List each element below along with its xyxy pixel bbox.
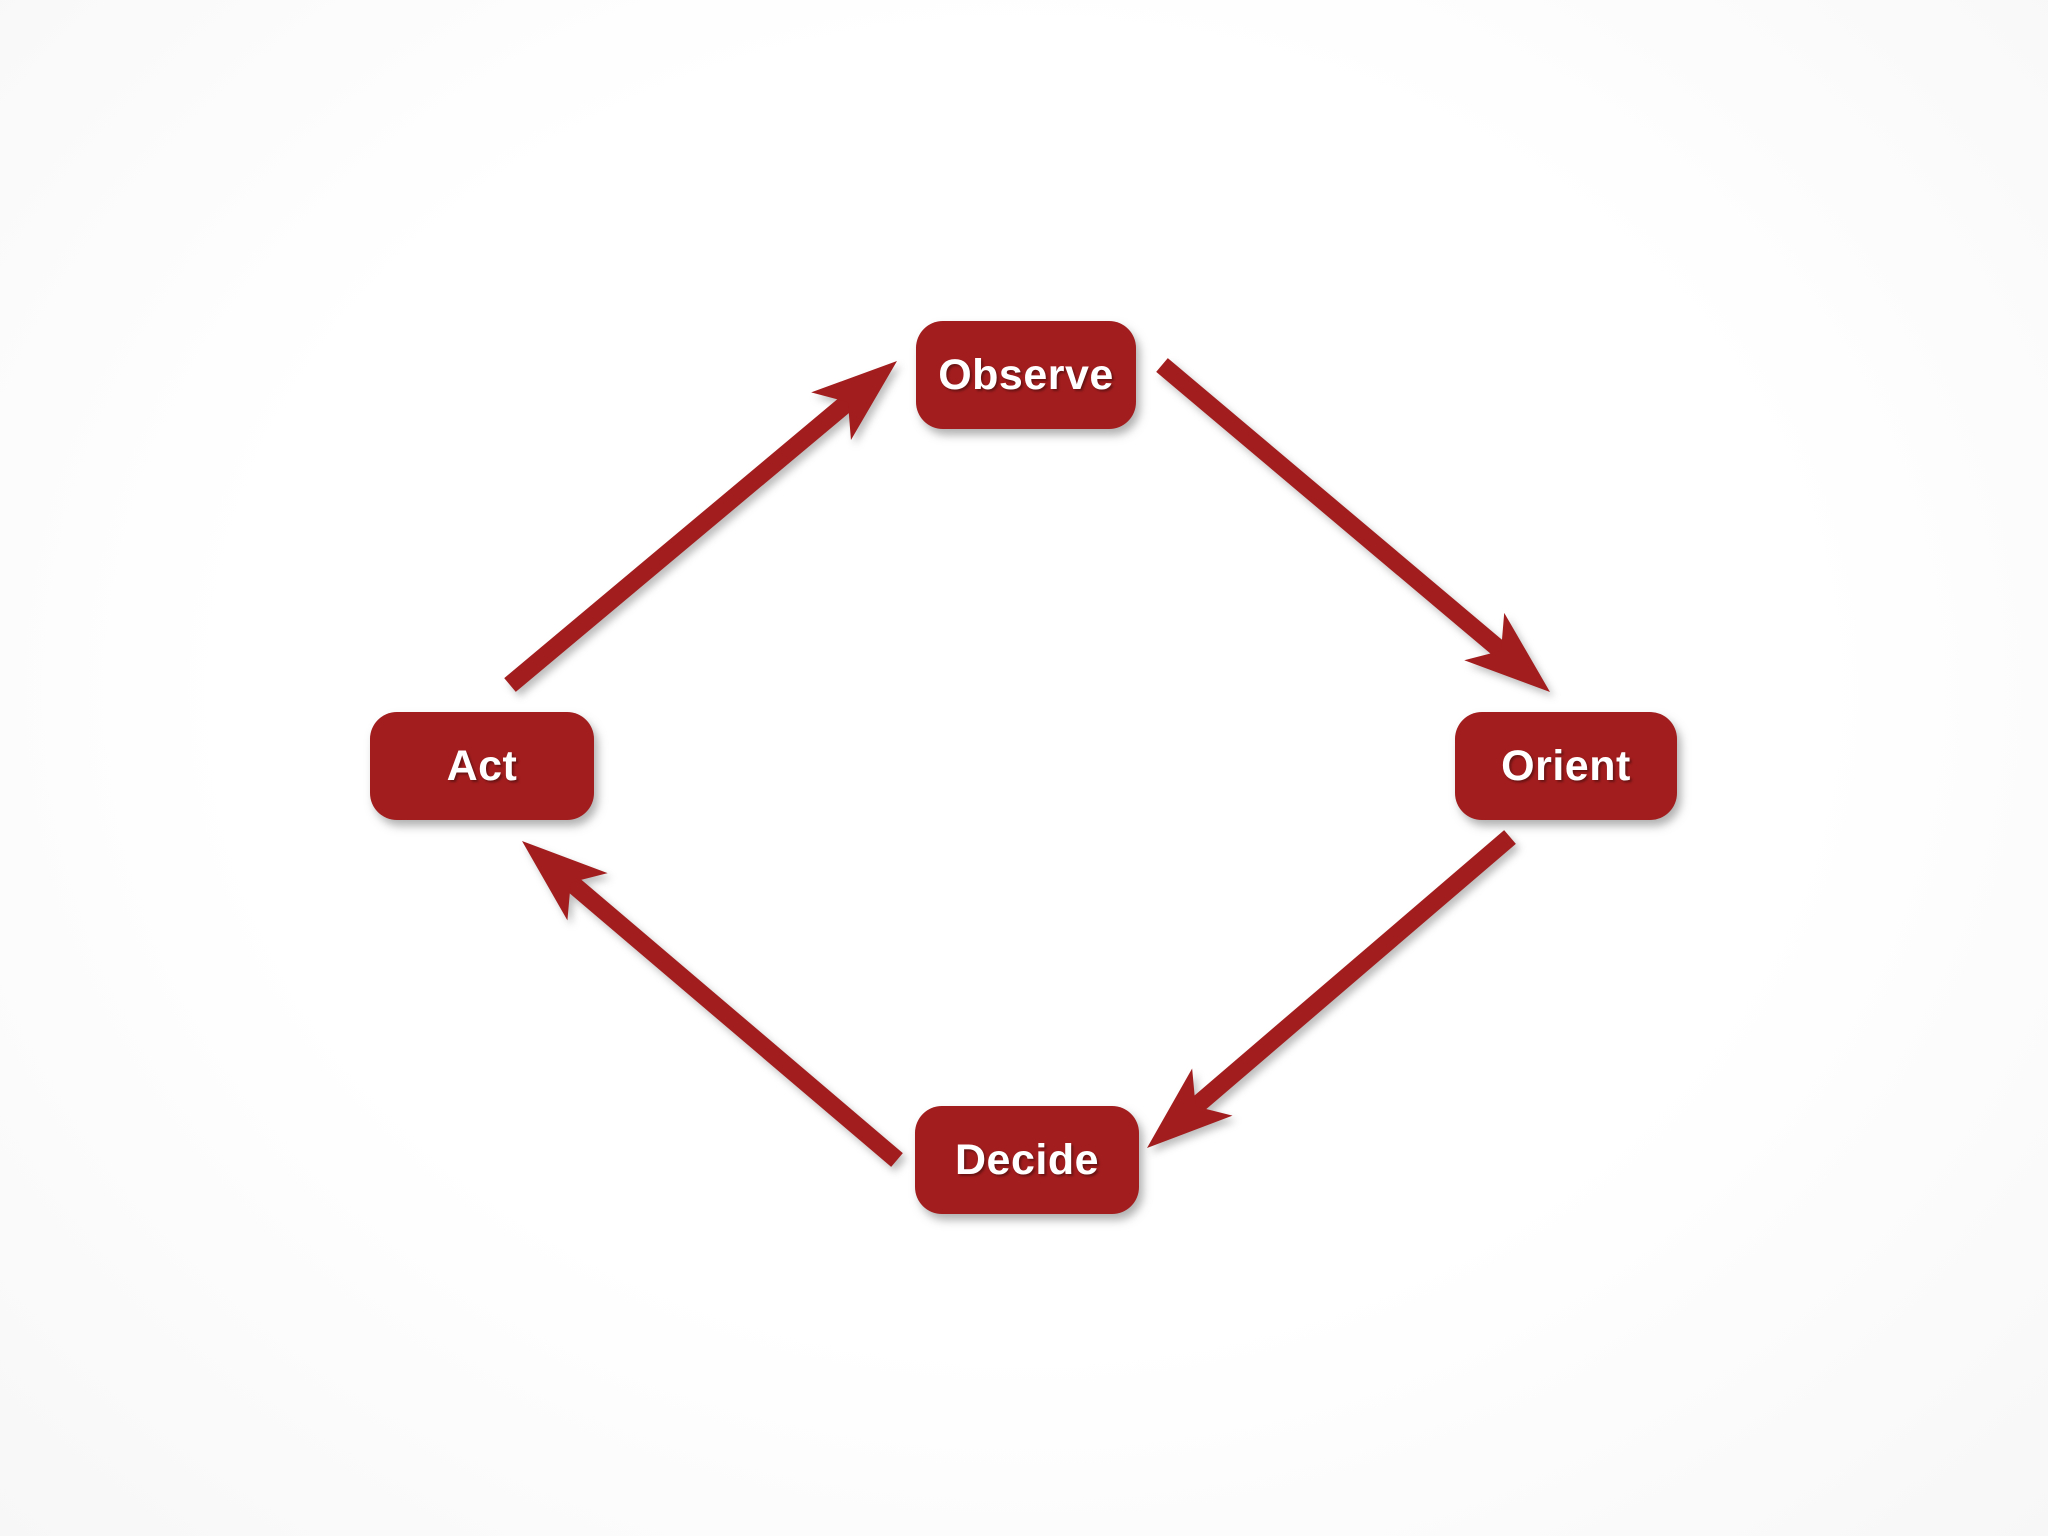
node-observe-label: Observe <box>938 350 1114 399</box>
node-act: Act <box>370 712 594 820</box>
node-act-label: Act <box>446 741 518 790</box>
arrow-observe-to-orient <box>1156 358 1550 692</box>
arrow-head <box>522 841 608 921</box>
arrow-head <box>811 361 897 440</box>
arrow-head <box>1147 1068 1233 1148</box>
arrow-orient-to-decide <box>1147 830 1516 1148</box>
node-decide: Decide <box>915 1106 1139 1214</box>
node-orient: Orient <box>1455 712 1677 820</box>
arrow-shaft <box>563 874 903 1167</box>
arrow-head <box>1464 612 1550 692</box>
node-observe: Observe <box>916 321 1136 429</box>
arrow-shaft <box>504 393 856 692</box>
arrow-act-to-observe <box>504 361 897 692</box>
arrow-decide-to-act <box>522 841 903 1167</box>
node-decide-label: Decide <box>954 1135 1099 1184</box>
arrow-shaft <box>1188 830 1516 1115</box>
arrow-shaft <box>1156 358 1509 659</box>
node-orient-label: Orient <box>1501 741 1631 790</box>
